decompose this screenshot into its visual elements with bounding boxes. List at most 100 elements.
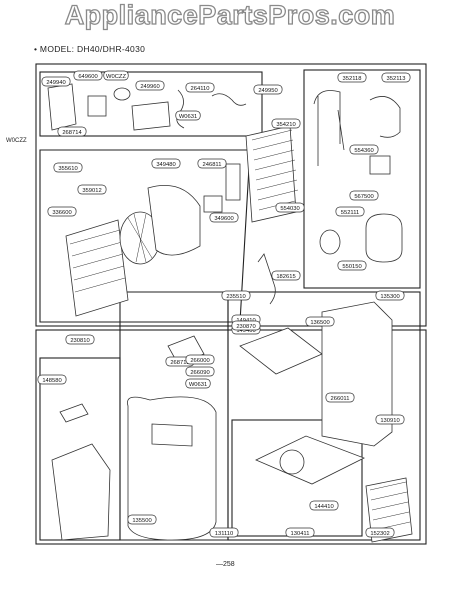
- frame-compressor: [303, 69, 421, 289]
- hinge-part: [59, 403, 89, 423]
- part-label-box: [305, 316, 335, 327]
- part-label-230810: 230810: [65, 334, 95, 345]
- part-label-box: [77, 184, 107, 195]
- front-panel-part: [51, 443, 111, 541]
- part-label-text: 249940: [46, 80, 65, 86]
- filter-part: [365, 477, 413, 543]
- pcb-part: [87, 95, 107, 117]
- part-label-box: [271, 270, 301, 281]
- part-label-box: [185, 366, 215, 377]
- part-label-text: 148580: [42, 378, 61, 384]
- part-label-box: [175, 110, 201, 121]
- part-label-text: 144410: [314, 504, 333, 510]
- section-frames: [35, 63, 427, 545]
- wire-harness-part: [176, 89, 185, 129]
- part-label-text: 152302: [370, 531, 389, 537]
- part-label-box: [349, 190, 379, 201]
- part-label-text: 336600: [52, 210, 71, 216]
- fan-scroll-part: [147, 185, 201, 256]
- part-label-box: [337, 72, 367, 83]
- part-label-135300: 135300: [375, 290, 405, 301]
- part-label-box: [325, 392, 355, 403]
- part-label-266011: 266011: [325, 392, 355, 403]
- part-label-649600: 649600: [73, 70, 103, 81]
- part-label-box: [375, 414, 405, 425]
- part-label-box: [185, 354, 215, 365]
- part-label-box: [103, 70, 129, 81]
- part-label-135500: 135500: [127, 514, 157, 525]
- part-label-130411: 130411: [285, 527, 315, 538]
- part-label-text: 246811: [203, 162, 222, 168]
- frame-lower: [35, 329, 427, 545]
- part-label-152302: 152302: [365, 527, 395, 538]
- part-label-box: [253, 84, 283, 95]
- part-label-text: 230810: [70, 338, 89, 344]
- fan-motor-part: [203, 195, 223, 213]
- part-label-box: [271, 118, 301, 129]
- part-label-text: 135300: [380, 294, 399, 300]
- part-label-266000: 266000: [185, 354, 215, 365]
- part-label-box: [231, 320, 261, 331]
- page-number: —258: [216, 561, 235, 568]
- part-label-352118: 352118: [337, 72, 367, 83]
- part-label-249960: 249960: [135, 80, 165, 91]
- part-label-249940: 249940: [41, 76, 71, 87]
- part-label-230870: 230870: [231, 320, 261, 331]
- part-label-box: [275, 202, 305, 213]
- cabinet-front-part: [127, 396, 217, 541]
- watermark-title: AppliancePartsPros.com: [64, 0, 396, 31]
- control-board-part: [225, 163, 241, 201]
- part-label-w0631: W0631: [175, 110, 201, 121]
- part-label-w0czz: W0CZZ: [103, 70, 129, 81]
- frame-base-cabinet: [227, 291, 421, 541]
- rear-cabinet-part: [321, 301, 393, 447]
- part-label-box: [375, 290, 405, 301]
- part-label-text: W0631: [189, 382, 207, 388]
- part-label-264110: 264110: [185, 82, 215, 93]
- part-label-text: 354210: [276, 122, 295, 128]
- part-label-550150: 550150: [337, 260, 367, 271]
- part-label-text: 235510: [226, 294, 245, 300]
- part-label-text: 136500: [310, 320, 329, 326]
- part-label-349600: 349600: [209, 212, 239, 223]
- part-label-144410: 144410: [309, 500, 339, 511]
- part-label-box: [185, 378, 211, 389]
- part-label-box: [337, 260, 367, 271]
- part-label-box: [73, 70, 103, 81]
- part-label-text: 182615: [276, 274, 295, 280]
- part-label-text: 230870: [236, 324, 255, 330]
- part-label-box: [209, 212, 239, 223]
- part-label-246811: 246811: [197, 158, 227, 169]
- part-label-text: 266090: [190, 370, 209, 376]
- part-label-box: [209, 527, 239, 538]
- part-label-w0631: W0631: [185, 378, 211, 389]
- part-label-text: 352113: [387, 76, 406, 82]
- part-label-359012: 359012: [77, 184, 107, 195]
- frame-top-left: [39, 71, 263, 137]
- part-label-box: [135, 80, 165, 91]
- part-label-148580: 148580: [37, 374, 67, 385]
- part-label-box: [57, 126, 87, 137]
- base-fan-part: [279, 449, 305, 475]
- part-label-box: [53, 162, 83, 173]
- part-label-text: 131110: [215, 531, 233, 537]
- part-label-554360: 554360: [349, 144, 379, 155]
- part-label-box: [37, 374, 67, 385]
- parts-artwork: [47, 83, 413, 543]
- part-label-text: 249960: [140, 84, 159, 90]
- frame-upper: [35, 63, 427, 327]
- part-label-552111: 552111: [335, 206, 365, 217]
- part-label-text: 249950: [258, 88, 277, 94]
- tubing-part: [313, 90, 345, 166]
- part-label-355610: 355610: [53, 162, 83, 173]
- part-label-text: 149400: [236, 328, 255, 334]
- part-label-text: 349600: [214, 216, 233, 222]
- part-label-text: 266000: [190, 358, 209, 364]
- part-label-text: 550150: [342, 264, 361, 270]
- part-label-text: 264110: [191, 86, 210, 92]
- part-label-266090: 266090: [185, 366, 215, 377]
- part-label-354210: 354210: [271, 118, 301, 129]
- part-label-567500: 567500: [349, 190, 379, 201]
